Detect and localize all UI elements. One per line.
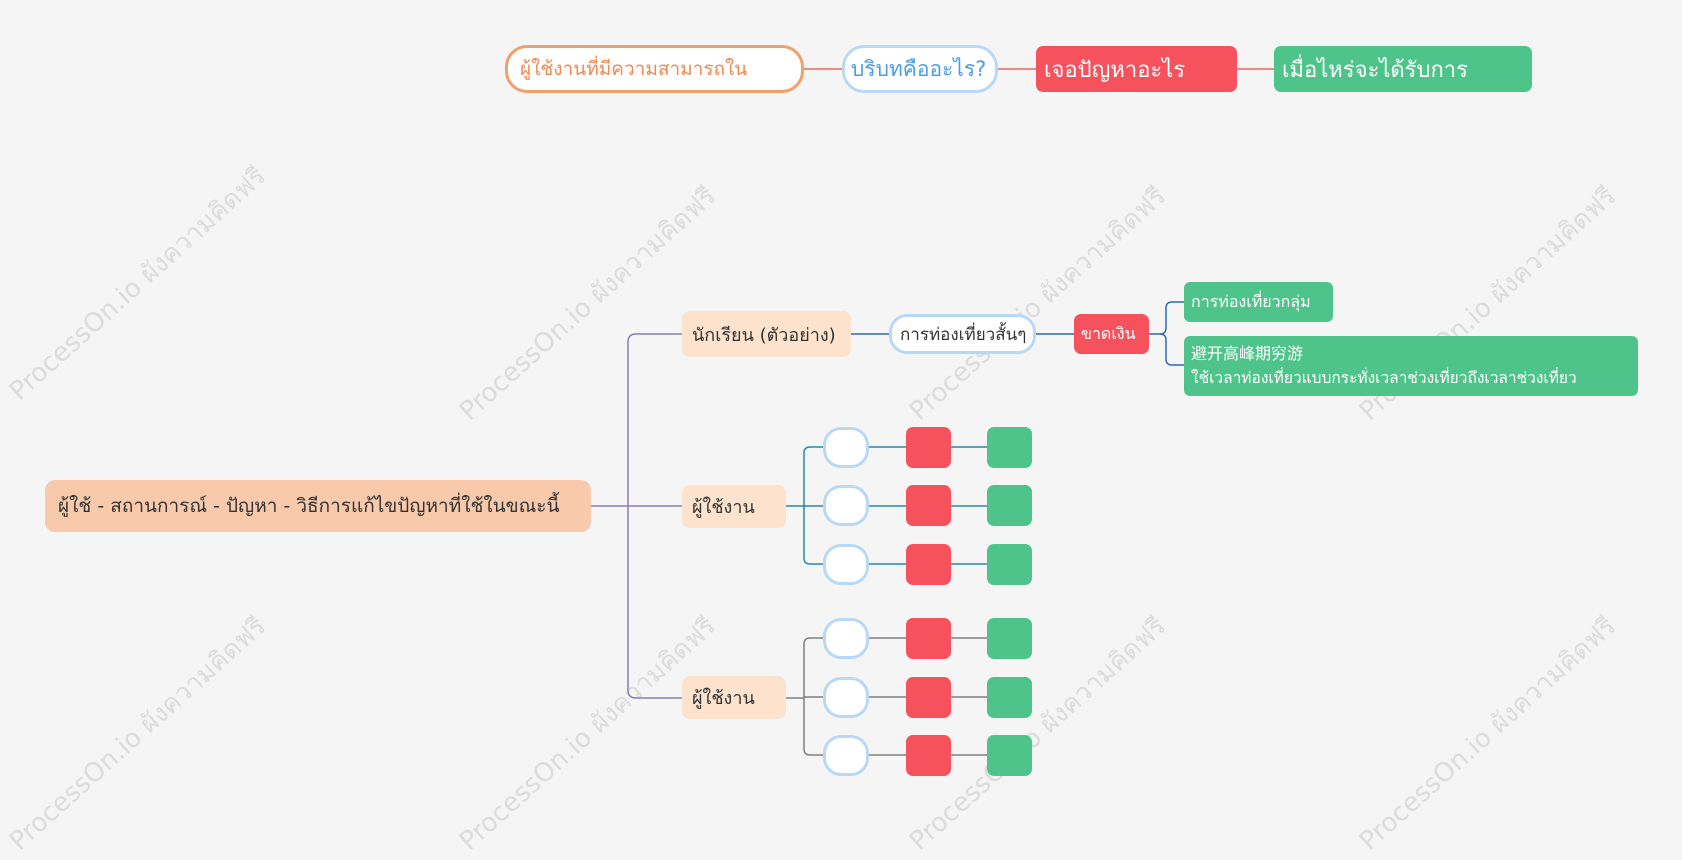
branch-label: ผู้ใช้งาน xyxy=(692,688,755,709)
problem-placeholder-node[interactable] xyxy=(906,618,951,659)
problem-placeholder-node[interactable] xyxy=(906,677,951,718)
legend-context-node[interactable]: บริบทคืออะไร? xyxy=(842,45,998,93)
branch-node-user[interactable]: ผู้ใช้งาน xyxy=(682,676,786,719)
context-placeholder-node[interactable] xyxy=(823,544,869,585)
context-placeholder-node[interactable] xyxy=(823,735,869,776)
branch-label: นักเรียน (ตัวอย่าง) xyxy=(692,324,836,346)
solution-placeholder-node[interactable] xyxy=(987,677,1032,718)
context-placeholder-node[interactable] xyxy=(823,485,869,526)
context-placeholder-node[interactable] xyxy=(823,677,869,718)
problem-placeholder-node[interactable] xyxy=(906,427,951,468)
branch-label: ผู้ใช้งาน xyxy=(692,497,755,518)
branch-node-student[interactable]: นักเรียน (ตัวอย่าง) xyxy=(682,311,851,357)
solution-node-offpeak-travel[interactable]: 避开高峰期穷游 ใช้เวลาท่องเที่ยวแบบกระทั่งเวลาช… xyxy=(1184,336,1638,396)
solution-placeholder-node[interactable] xyxy=(987,735,1032,776)
root-node[interactable]: ผู้ใช้ - สถานการณ์ - ปัญหา - วิธีการแก้ไ… xyxy=(45,480,591,532)
context-placeholder-node[interactable] xyxy=(823,618,869,659)
connector-lines xyxy=(591,68,1274,756)
solution-placeholder-node[interactable] xyxy=(987,618,1032,659)
context-placeholder-node[interactable] xyxy=(823,427,869,468)
solution-placeholder-node[interactable] xyxy=(987,544,1032,585)
problem-placeholder-node[interactable] xyxy=(906,485,951,526)
context-node-short-trip[interactable]: การท่องเที่ยวสั้นๆ xyxy=(889,314,1036,354)
problem-label: ขาดเงิน xyxy=(1081,323,1136,343)
root-label: ผู้ใช้ - สถานการณ์ - ปัญหา - วิธีการแก้ไ… xyxy=(58,495,560,517)
branch-node-user[interactable]: ผู้ใช้งาน xyxy=(682,485,786,528)
solution-placeholder-node[interactable] xyxy=(987,427,1032,468)
problem-node-lack-money[interactable]: ขาดเงิน xyxy=(1074,314,1149,354)
problem-placeholder-node[interactable] xyxy=(906,544,951,585)
solution-placeholder-node[interactable] xyxy=(987,485,1032,526)
solution-label-line2: ใช้เวลาท่องเที่ยวแบบกระทั่งเวลาช่วงเที่ย… xyxy=(1191,369,1577,387)
legend-context-label: บริบทคืออะไร? xyxy=(851,56,987,81)
solution-node-group-travel[interactable]: การท่องเที่ยวกลุ่ม xyxy=(1184,282,1333,322)
legend-solution-node[interactable]: เมื่อไหร่จะได้รับการ xyxy=(1274,46,1532,92)
legend-problem-label: เจอปัญหาอะไร xyxy=(1044,57,1186,83)
legend-solution-label: เมื่อไหร่จะได้รับการ xyxy=(1282,57,1468,83)
legend-user-node[interactable]: ผู้ใช้งานที่มีความสามารถใน xyxy=(505,45,804,93)
solution-label-line1: 避开高峰期穷游 xyxy=(1191,344,1304,363)
problem-placeholder-node[interactable] xyxy=(906,735,951,776)
context-label: การท่องเที่ยวสั้นๆ xyxy=(900,324,1027,345)
legend-problem-node[interactable]: เจอปัญหาอะไร xyxy=(1036,46,1237,92)
solution-label: การท่องเที่ยวกลุ่ม xyxy=(1191,291,1311,311)
legend-user-label: ผู้ใช้งานที่มีความสามารถใน xyxy=(520,58,748,80)
